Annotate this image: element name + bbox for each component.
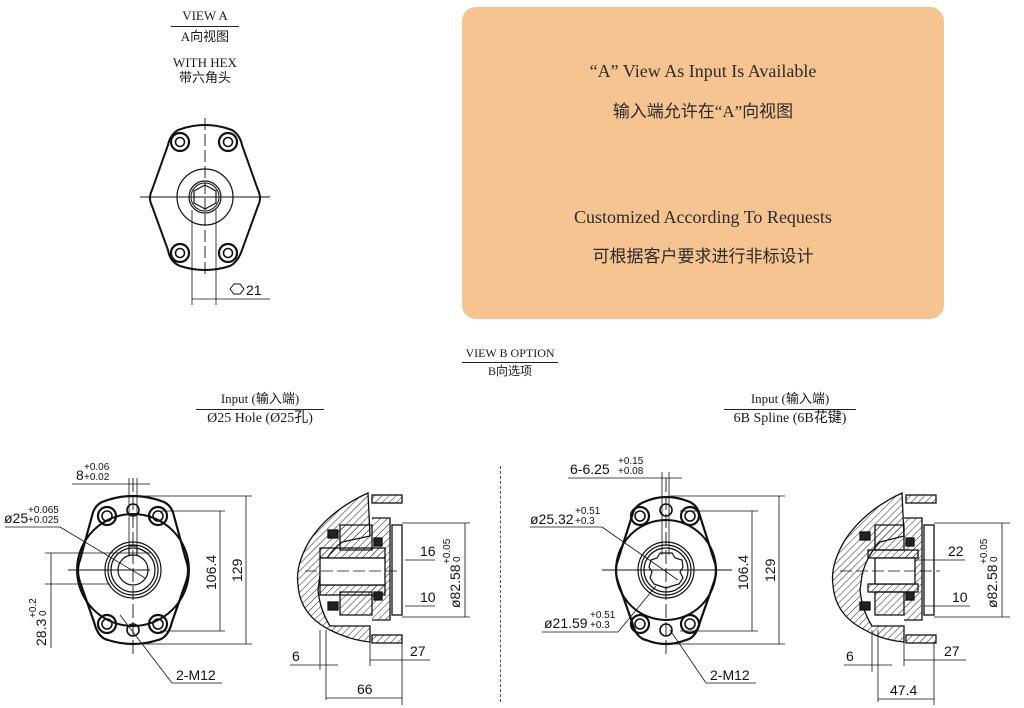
note-box: “A” View As Input Is Available 输入端允许在“A”…: [462, 7, 944, 319]
view-a-rule: [171, 26, 239, 27]
option-spline-label-top: Input (输入端): [750, 391, 830, 406]
note-line-2: 输入端允许在“A”向视图: [612, 102, 794, 121]
option-spline-rule: [724, 409, 856, 410]
note-line-4: 可根据客户要求进行非标设计: [592, 247, 814, 266]
pilot-tol-lower: 0: [452, 556, 463, 562]
spline-pilot-dim: ø82.58: [984, 564, 1000, 608]
key-width-tol-lower: +0.02: [84, 472, 110, 483]
note-line-3: Customized According To Requests: [574, 207, 832, 227]
option-hole-label-bottom: Ø25 Hole (Ø25孔): [207, 411, 313, 426]
key-height-dim: 28.3: [33, 619, 49, 646]
spline-thread-callout: 2-M12: [710, 667, 750, 683]
option-separator: [500, 466, 501, 702]
option-hole-rule: [196, 409, 324, 410]
spline-width-tol-lower: +0.08: [618, 466, 644, 477]
minor-dia-tol-upper: +0.51: [590, 610, 616, 621]
view-a-title: VIEW A: [182, 8, 228, 23]
bore-dim: ø25: [4, 510, 28, 526]
major-dia-tol-upper: +0.51: [575, 506, 601, 517]
section-dim-10: 10: [420, 589, 436, 605]
section-overall-dim: 66: [357, 681, 373, 697]
view-b-title: VIEW B OPTION: [465, 346, 555, 360]
spline-section-dim-22: 22: [948, 543, 964, 559]
key-width-tol-upper: +0.06: [84, 462, 110, 473]
spline-width-dim: 6-6.25: [570, 461, 610, 477]
pilot-dim: ø82.58: [447, 564, 463, 608]
major-dia-dim: ø25.32: [530, 511, 574, 527]
spline-section-dim-27: 27: [944, 643, 960, 659]
view-a-title-cn: A向视图: [180, 29, 230, 44]
option-hole-label-top: Input (输入端): [220, 391, 300, 406]
option-spline-label-bottom: 6B Spline (6B花键): [733, 411, 847, 426]
key-height-tol-lower: 0: [38, 610, 49, 616]
hex-dimension: 21: [246, 282, 262, 298]
pilot-tol-upper: +0.05: [442, 538, 453, 564]
note-line-1: “A” View As Input Is Available: [589, 61, 817, 81]
spline-front-view: 6-6.25 +0.15 +0.08 ø25.32 +0.51 +0.3 ø21…: [530, 456, 785, 684]
key-height-tol-upper: +0.2: [28, 598, 39, 618]
view-a-drawing: 21: [140, 118, 270, 305]
hole-section-view: 16 10 ø82.58 +0.05 0 6 27 66: [290, 492, 470, 705]
spline-section-dim-10: 10: [952, 589, 968, 605]
option-spline-label: Input (输入端) 6B Spline (6B花键): [715, 391, 865, 427]
hole-front-view: 8 +0.06 +0.02 ø25 +0.065 +0.025 28.3 +0.…: [4, 462, 252, 684]
spline-pilot-tol-upper: +0.05: [979, 538, 990, 564]
bore-tol-upper: +0.065: [28, 505, 59, 516]
spline-section-view: 22 10 ø82.58 +0.05 0 6 27 47.4: [831, 492, 1010, 705]
major-dia-tol-lower: +0.3: [575, 516, 595, 527]
view-b-header: VIEW B OPTION B向选项: [440, 346, 580, 378]
minor-dia-tol-lower: +0.3: [590, 620, 610, 631]
bore-tol-lower: +0.025: [28, 515, 59, 526]
bolt-spacing-dim: 106.4: [203, 555, 219, 590]
key-width-dim: 8: [76, 467, 84, 483]
view-a-subtitle-cn: 带六角头: [178, 70, 231, 85]
section-dim-27: 27: [410, 643, 426, 659]
spline-bolt-spacing-dim: 106.4: [735, 555, 751, 590]
view-a-header: VIEW A A向视图 WITH HEX 带六角头: [150, 8, 260, 85]
section-dim-16: 16: [420, 543, 436, 559]
spline-section-overall-dim: 47.4: [890, 682, 917, 698]
section-dim-6: 6: [292, 648, 300, 664]
view-a-subtitle: WITH HEX: [173, 55, 237, 70]
spline-section-dim-6: 6: [846, 648, 854, 664]
view-b-rule: [462, 362, 558, 363]
spline-pilot-tol-lower: 0: [989, 556, 1000, 562]
flange-height-dim: 129: [229, 558, 245, 582]
spline-flange-height-dim: 129: [762, 558, 778, 582]
view-b-title-cn: B向选项: [487, 364, 532, 378]
minor-dia-dim: ø21.59: [544, 615, 588, 631]
option-hole-label: Input (输入端) Ø25 Hole (Ø25孔): [185, 391, 335, 427]
thread-callout: 2-M12: [176, 667, 216, 683]
spline-width-tol-upper: +0.15: [618, 456, 644, 467]
